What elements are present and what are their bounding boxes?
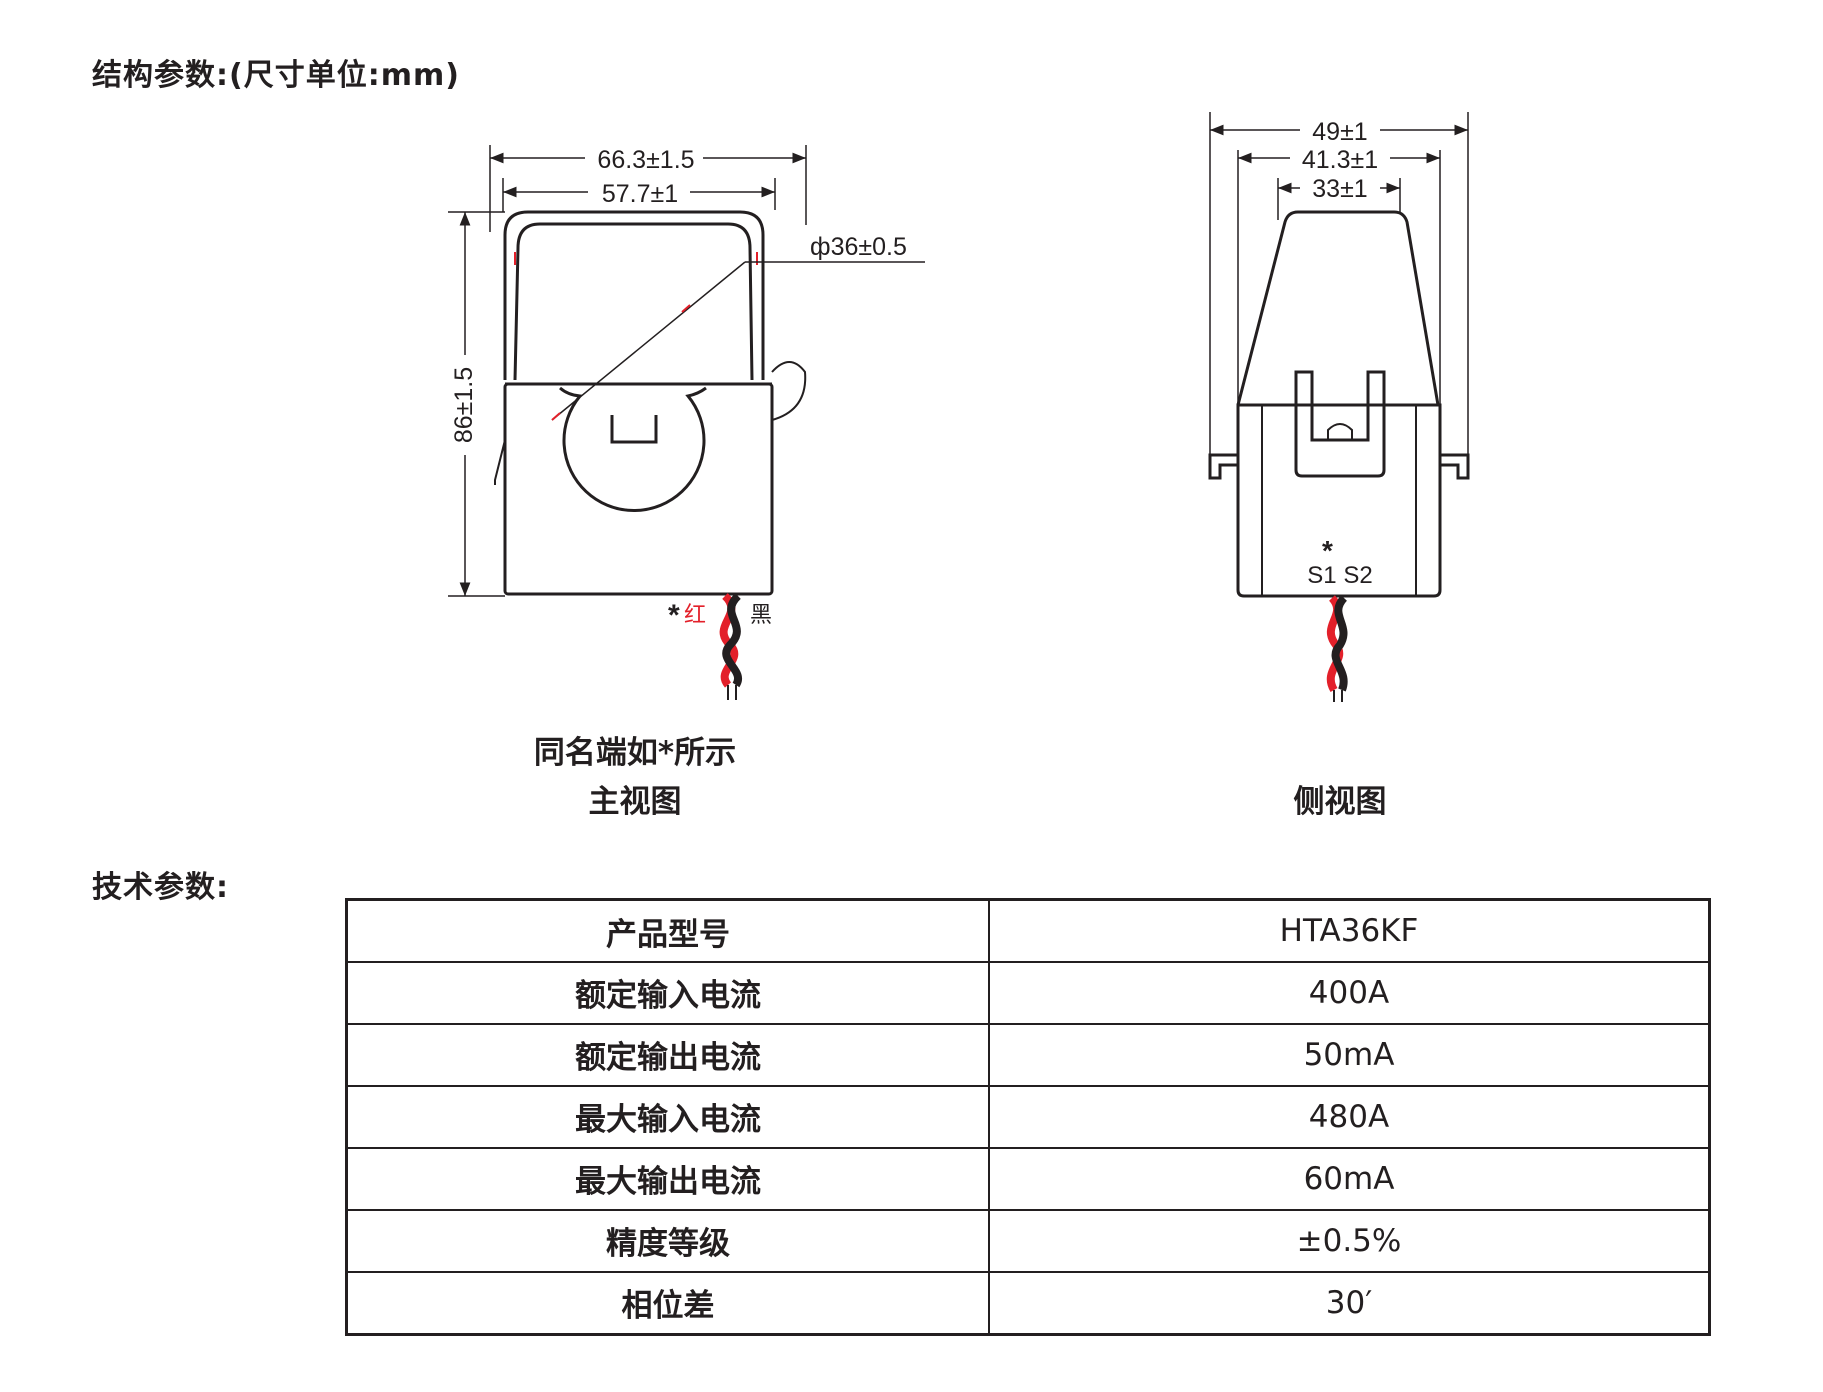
table-row: 最大输出电流 60mA [345, 1146, 1711, 1211]
dim-inner-width: 57.7±1 [602, 180, 678, 208]
front-marker: * [668, 599, 680, 632]
spec-value: ±0.5% [988, 1208, 1711, 1273]
front-view-drawing [494, 210, 807, 596]
spec-table: 产品型号 HTA36KF 额定输入电流 400A 额定输出电流 50mA 最大输… [345, 898, 1711, 1336]
spec-value: 60mA [988, 1146, 1711, 1211]
spec-label: 产品型号 [345, 898, 990, 963]
front-view-caption: 主视图 [588, 784, 682, 820]
table-row: 额定输出电流 50mA [345, 1022, 1711, 1087]
dim-side-outer: 49±1 [1312, 118, 1367, 146]
dim-outer-width: 66.3±1.5 [597, 146, 694, 174]
side-view-drawing [1208, 210, 1470, 598]
side-wires [1326, 595, 1348, 702]
wire-red-label: 红 [684, 602, 706, 627]
technical-drawing: 66.3±1.5 57.7±1 86±1.5 ф36±0.5 * 红 黑 [448, 112, 1470, 702]
dim-diameter: ф36±0.5 [810, 233, 907, 261]
table-row: 精度等级 ±0.5% [345, 1208, 1711, 1273]
table-row: 额定输入电流 400A [345, 961, 1711, 1025]
spec-value: 480A [988, 1084, 1711, 1149]
spec-label: 最大输出电流 [345, 1146, 990, 1211]
spec-label: 额定输出电流 [345, 1022, 990, 1087]
spec-value: 30′ [988, 1270, 1711, 1336]
side-view-caption: 侧视图 [1293, 784, 1387, 820]
spec-label: 额定输入电流 [345, 961, 990, 1025]
table-row: 最大输入电流 480A [345, 1084, 1711, 1149]
dim-height: 86±1.5 [450, 367, 478, 443]
dim-side-middle: 41.3±1 [1302, 146, 1378, 174]
spec-label: 相位差 [345, 1270, 990, 1336]
technical-heading: 技术参数: [92, 870, 229, 905]
spec-value: 400A [988, 961, 1711, 1025]
structure-heading: 结构参数:(尺寸单位:mm) [92, 58, 460, 93]
table-row: 相位差 30′ [345, 1270, 1711, 1336]
front-wires [719, 593, 742, 700]
spec-value: HTA36KF [988, 898, 1711, 963]
spec-value: 50mA [988, 1022, 1711, 1087]
dim-side-inner: 33±1 [1312, 175, 1367, 203]
spec-label: 最大输入电流 [345, 1084, 990, 1149]
wire-black-label: 黑 [750, 602, 772, 627]
side-marker: * [1322, 535, 1333, 566]
terminal-labels: S1 S2 [1307, 562, 1372, 589]
spec-label: 精度等级 [345, 1208, 990, 1273]
table-row: 产品型号 HTA36KF [345, 898, 1711, 963]
polarity-note: 同名端如*所示 [533, 735, 737, 771]
